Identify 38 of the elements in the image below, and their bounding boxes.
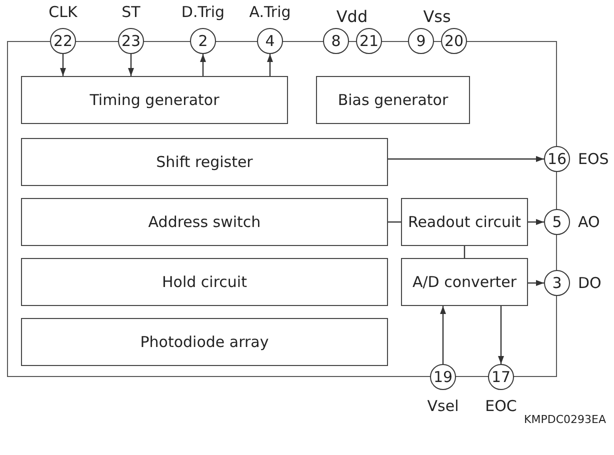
connector-arrow: [128, 54, 134, 76]
block-box: Address switch: [21, 198, 388, 246]
pin-name: ST: [122, 2, 140, 22]
block-label: 22: [53, 30, 73, 52]
block-label: 19: [433, 366, 453, 388]
block-label: 5: [552, 212, 562, 233]
block-label: 16: [547, 148, 567, 170]
connector-arrow: [528, 219, 544, 225]
connector-arrow: [60, 54, 66, 76]
pin-name: A.Trig: [249, 2, 291, 22]
block-box: Photodiode array: [21, 318, 388, 366]
block-label: 3: [552, 272, 562, 294]
connector-arrow: [440, 306, 446, 364]
pin-name: CLK: [48, 2, 78, 22]
connector-arrow: [267, 54, 273, 76]
figure-code: KMPDC0293EA: [524, 412, 606, 428]
block-label: 4: [265, 30, 275, 52]
pin-group-name: Vdd: [335, 6, 369, 28]
connector-arrow: [498, 306, 504, 364]
pin-name: D.Trig: [181, 2, 225, 22]
connector-arrow: [528, 280, 544, 286]
pin-name: EOC: [485, 396, 517, 417]
pin-name: DO: [578, 272, 602, 294]
block-box: Hold circuit: [21, 258, 388, 306]
connector-arrow: [200, 54, 206, 76]
pin-name: AO: [578, 212, 600, 233]
block-label: 2: [198, 30, 208, 52]
connector-arrow: [388, 156, 544, 162]
pin-name: Vsel: [427, 396, 459, 417]
pin-name: EOS: [578, 148, 609, 170]
block-box: Shift register: [21, 138, 388, 186]
block-box: Bias generator: [316, 76, 470, 124]
block-box: A/D converter: [401, 258, 528, 306]
block-label: 17: [491, 366, 511, 388]
block-box: Readout circuit: [401, 198, 528, 246]
block-label: 23: [121, 30, 141, 52]
pin-group-name: Vss: [422, 6, 452, 28]
block-box: Timing generator: [21, 76, 288, 124]
